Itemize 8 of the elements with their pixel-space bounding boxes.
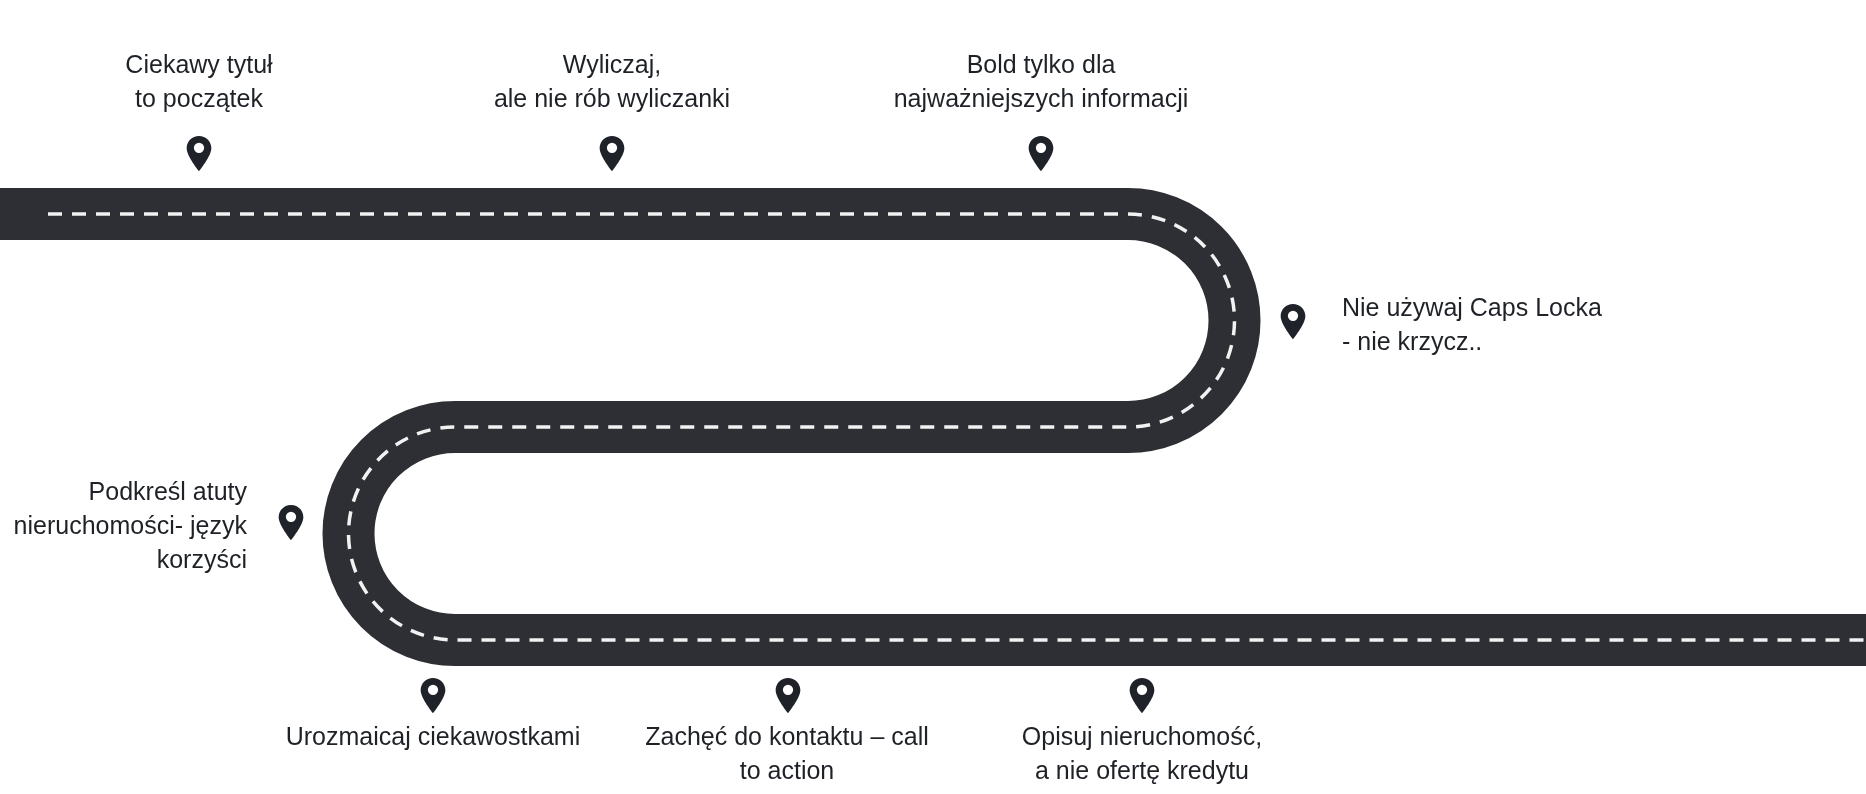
milestone-label: Zachęć do kontaktu – call to action <box>645 721 929 786</box>
milestone-label: Wyliczaj, ale nie rób wyliczanki <box>493 49 731 114</box>
milestone-label: Urozmaicaj ciekawostkami <box>285 721 581 752</box>
milestone-label: Ciekawy tytuł to początek <box>125 49 273 114</box>
milestone-label: Opisuj nieruchomość, a nie ofertę kredytu <box>1021 721 1263 786</box>
milestone-label: Bold tylko dla najważniejszych informacji <box>893 49 1189 114</box>
milestone-label: Nie używaj Caps Locka - nie krzycz.. <box>1342 292 1602 357</box>
milestone-label: Podkreśl atuty nieruchomości- język korzyści <box>13 476 247 575</box>
